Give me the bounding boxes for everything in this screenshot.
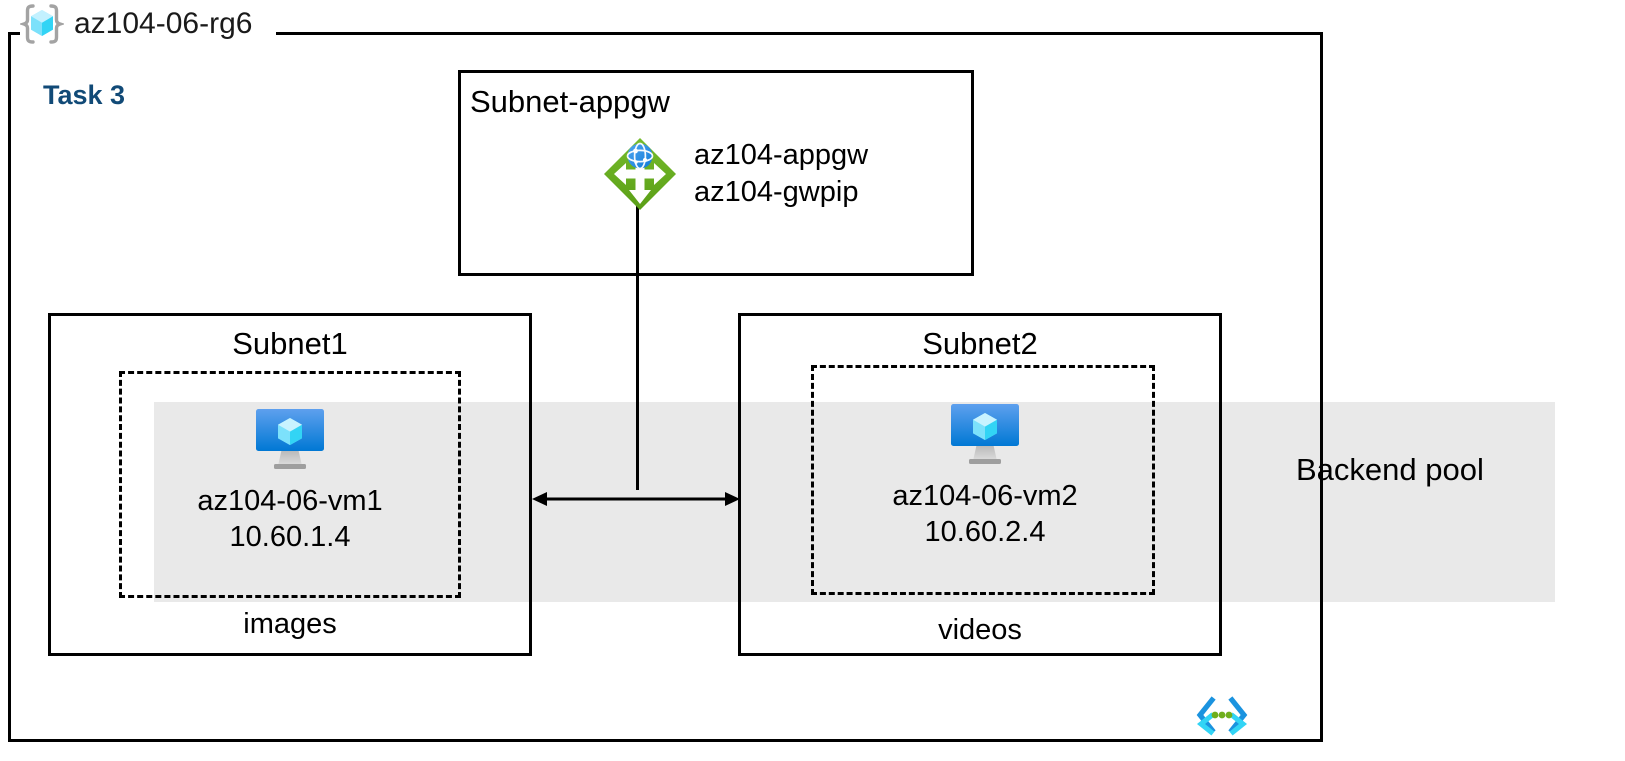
subnet2-footer-label: videos: [938, 614, 1022, 646]
resource-group-container: [8, 32, 1323, 742]
virtual-machine-icon: [947, 399, 1023, 469]
appgw-resource-name: az104-appgw: [694, 139, 869, 172]
subnet-appgw-title: Subnet-appgw: [470, 84, 670, 119]
vm1-ip: 10.60.1.4: [229, 520, 351, 553]
application-gateway-labels: az104-appgw az104-gwpip: [694, 137, 868, 210]
subnet2-dashed-group: [811, 365, 1155, 595]
application-gateway-icon: [600, 134, 680, 214]
virtual-machine-icon: [252, 404, 328, 474]
angle-brackets-dots-icon: [1196, 694, 1248, 736]
subnet1-dashed-group: [119, 371, 461, 598]
subnet2-box: [738, 313, 1222, 656]
vm2-name: az104-06-vm2: [892, 480, 1078, 512]
appgw-to-backend-connector: [636, 205, 639, 490]
subnet2-title: Subnet2: [922, 326, 1038, 361]
vm1-name: az104-06-vm1: [197, 485, 383, 517]
resource-group-cube-icon: [18, 2, 66, 46]
application-gateway-node[interactable]: az104-appgw az104-gwpip: [600, 134, 868, 214]
resource-group-header: az104-06-rg6: [18, 2, 261, 46]
appgw-public-ip-name: az104-gwpip: [694, 176, 859, 208]
subnet1-title: Subnet1: [232, 326, 348, 361]
backend-pool-label: Backend pool: [1296, 452, 1484, 487]
vm1-node[interactable]: az104-06-vm1 10.60.1.4: [150, 404, 430, 556]
subnet1-box: [48, 313, 532, 656]
vm2-node[interactable]: az104-06-vm2 10.60.2.4: [845, 399, 1125, 551]
task-label: Task 3: [43, 80, 126, 110]
vm2-ip: 10.60.2.4: [924, 515, 1046, 548]
subnet1-subnet2-connector: [530, 487, 742, 511]
subnet1-footer-label: images: [243, 608, 337, 640]
resource-group-name: az104-06-rg6: [74, 7, 253, 40]
subnet-appgw-box: [458, 70, 974, 276]
